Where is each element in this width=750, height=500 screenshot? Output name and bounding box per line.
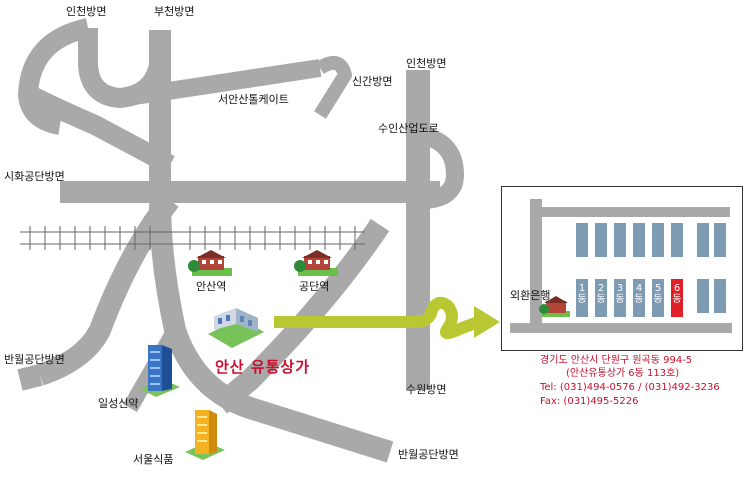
place-label-seoul-sikpum: 서울식품 [133,453,174,466]
inset-bank-icon [539,296,570,317]
road-label-bucheon: 부천방면 [154,5,195,18]
ansan-station-icon [188,250,232,276]
road-label-suwon: 수원방면 [406,383,447,396]
place-label-gongdan-station: 공단역 [299,280,330,293]
road-label-banwol-gongdan-s: 반월공단방면 [398,448,459,461]
tel-number: Tel: (031)494-0576 / (031)492-3236 [540,382,720,393]
road-label-singan: 신간방면 [352,75,393,88]
place-label-ansan-station: 안산역 [196,280,227,293]
road-label-banwol-gongdan-w: 반월공단방면 [4,353,65,366]
inset-numbered-buildings [576,279,683,317]
railway [20,226,365,250]
inset-map-drawing [510,199,732,333]
direction-arrow [274,296,500,339]
road-label-incheon-nw: 인천방면 [66,5,107,18]
gongdan-station-icon [294,250,338,276]
ilseong-tower-icon [140,345,180,397]
road-label-incheon-ne: 인천방면 [406,57,447,70]
address-line-1: 경기도 안산시 단원구 원곡동 994-5 [540,355,693,366]
address-line-2: (안산유통상가 6동 113호) [566,368,680,379]
road-label-suin-sanupdoro: 수인산업도로 [378,122,439,135]
place-label-ilseong: 일성신약 [98,397,139,410]
inset-blocks-top [576,223,726,313]
seoul-food-tower-icon [185,410,225,460]
road-label-seoansan-tollgate: 서안산톨케이트 [218,93,289,106]
road-label-sihwa-gongdan: 시화공단방면 [4,170,65,183]
road-network [17,18,464,463]
target-mall-label: 안산 유통상가 [215,358,311,376]
fax-number: Fax: (031)495-5226 [540,396,639,407]
distribution-mall-icon [208,308,264,348]
inset-bank-label: 외환은행 [510,289,551,302]
